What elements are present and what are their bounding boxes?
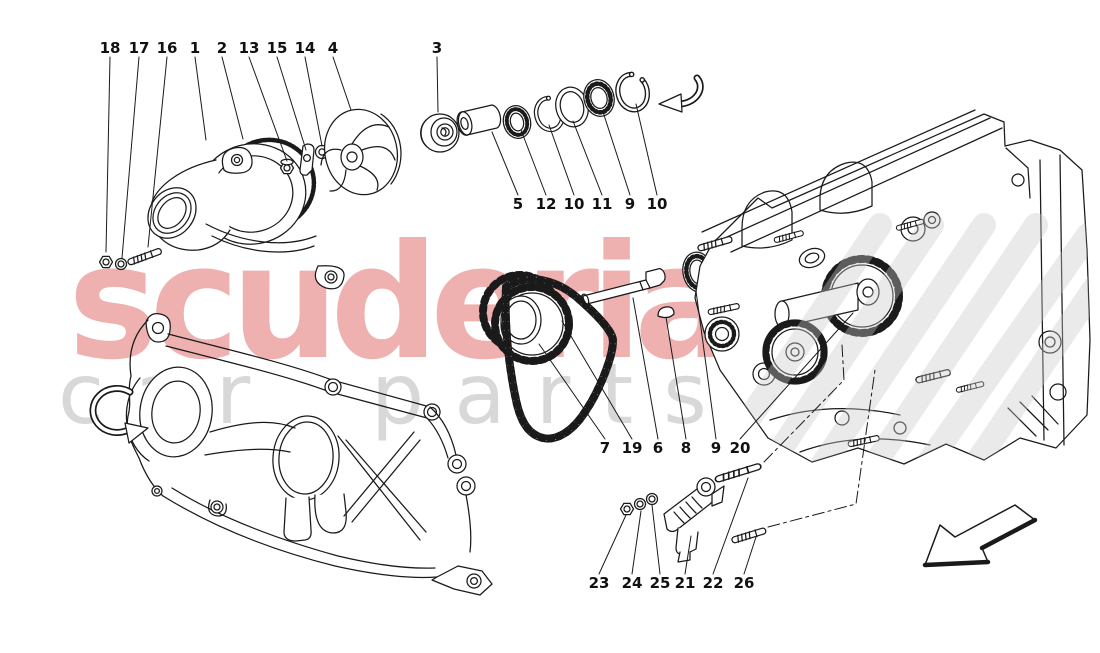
leader-line-22 bbox=[712, 477, 749, 575]
callout-22: 22 bbox=[702, 574, 724, 592]
leader-line-17 bbox=[121, 56, 140, 259]
callout-25: 25 bbox=[649, 574, 671, 592]
leader-line-9 bbox=[602, 111, 631, 196]
callout-10: 10 bbox=[563, 195, 585, 213]
leader-line-1 bbox=[194, 56, 207, 141]
leader-line-10 bbox=[635, 103, 658, 196]
timing-cover-drawing bbox=[125, 313, 493, 596]
leader-line-13 bbox=[248, 56, 288, 162]
leader-line-10 bbox=[548, 124, 575, 196]
callout-3: 3 bbox=[431, 39, 443, 57]
callout-6: 6 bbox=[652, 439, 664, 457]
engine-casing-drawing bbox=[694, 109, 1091, 465]
leader-line-6 bbox=[632, 297, 659, 440]
leader-line-21 bbox=[684, 535, 692, 575]
leader-line-4 bbox=[332, 56, 352, 111]
leader-line-12 bbox=[520, 129, 547, 196]
brand-watermark: scuderia bbox=[68, 211, 736, 395]
leader-line-15 bbox=[276, 56, 307, 151]
callout-19: 19 bbox=[621, 439, 643, 457]
callout-12: 12 bbox=[535, 195, 557, 213]
shaft-nut-drawing bbox=[420, 113, 460, 153]
chain-tensioner-drawing bbox=[663, 477, 725, 563]
callout-16: 16 bbox=[156, 39, 178, 57]
installation-centerlines bbox=[763, 344, 876, 528]
leader-line-3 bbox=[436, 56, 439, 113]
callout-24: 24 bbox=[621, 574, 643, 592]
shaft-cap-drawing bbox=[657, 306, 675, 319]
callout-9: 9 bbox=[710, 439, 722, 457]
view-direction-arrow bbox=[922, 504, 1038, 568]
callout-4: 4 bbox=[327, 39, 339, 57]
leader-line-23 bbox=[598, 514, 627, 575]
leader-line-2 bbox=[221, 56, 244, 140]
water-pump-body-drawing bbox=[147, 143, 345, 290]
leader-line-14 bbox=[304, 56, 323, 147]
spacer-drawing bbox=[456, 104, 502, 136]
leader-line-25 bbox=[651, 504, 661, 575]
callout-26: 26 bbox=[733, 574, 755, 592]
sprocket-drawing bbox=[479, 271, 573, 365]
callout-14: 14 bbox=[294, 39, 316, 57]
leader-line-9 bbox=[695, 290, 717, 440]
leader-line-24 bbox=[631, 510, 642, 575]
callout-20: 20 bbox=[729, 439, 751, 457]
callout-9: 9 bbox=[624, 195, 636, 213]
assembly-direction-arrow bbox=[658, 74, 704, 113]
callout-18: 18 bbox=[99, 39, 121, 57]
callout-5: 5 bbox=[512, 195, 524, 213]
leader-line-8 bbox=[665, 316, 687, 440]
leader-line-11 bbox=[572, 120, 603, 196]
callout-8: 8 bbox=[680, 439, 692, 457]
callout-21: 21 bbox=[674, 574, 696, 592]
callout-17: 17 bbox=[128, 39, 150, 57]
leader-line-5 bbox=[491, 131, 519, 196]
callout-15: 15 bbox=[266, 39, 288, 57]
leader-line-18 bbox=[105, 56, 111, 253]
callout-13: 13 bbox=[238, 39, 260, 57]
callout-23: 23 bbox=[588, 574, 610, 592]
rotation-arrow bbox=[89, 385, 149, 444]
leader-line-7 bbox=[538, 343, 606, 440]
leader-lines bbox=[105, 56, 854, 575]
callout-7: 7 bbox=[599, 439, 611, 457]
seal-ring-drawing bbox=[502, 105, 532, 139]
callout-2: 2 bbox=[216, 39, 228, 57]
callout-10: 10 bbox=[646, 195, 668, 213]
callout-1: 1 bbox=[189, 39, 201, 57]
leader-line-20 bbox=[739, 312, 854, 440]
impeller-drawing bbox=[320, 108, 402, 196]
timing-chain-drawing bbox=[501, 275, 617, 443]
leader-line-19 bbox=[561, 320, 633, 440]
callout-11: 11 bbox=[591, 195, 613, 213]
pump-shaft-drawing bbox=[580, 268, 666, 307]
leader-line-26 bbox=[743, 536, 757, 575]
leader-line-16 bbox=[147, 56, 168, 248]
